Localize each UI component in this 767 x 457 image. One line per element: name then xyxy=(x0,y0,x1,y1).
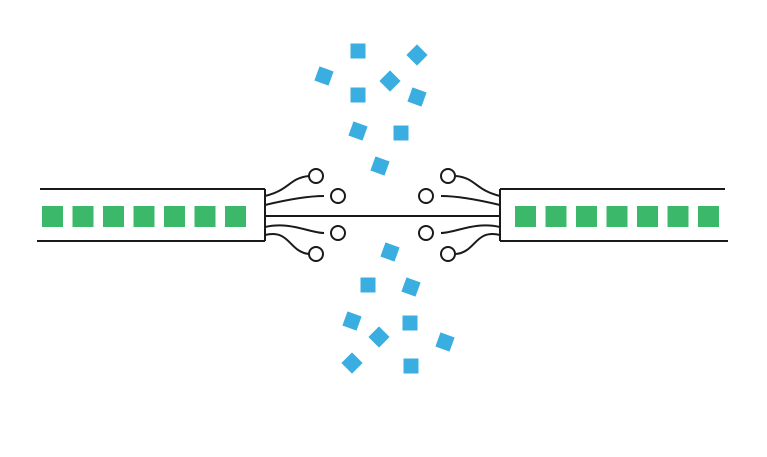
broken-wire xyxy=(455,233,501,255)
broken-wire xyxy=(264,233,310,255)
particle xyxy=(348,121,368,141)
particle xyxy=(380,242,400,262)
broken-wire xyxy=(264,175,310,197)
wire-end-icon xyxy=(308,168,324,184)
particle xyxy=(403,358,419,374)
particle xyxy=(350,87,366,103)
particle xyxy=(341,352,363,374)
particle xyxy=(314,66,334,86)
particle xyxy=(379,70,401,92)
broken-wire xyxy=(440,195,501,206)
right-cable-segment xyxy=(499,188,728,242)
data-block xyxy=(576,206,597,227)
broken-wire xyxy=(440,224,501,234)
data-block xyxy=(225,206,246,227)
exposed-wires xyxy=(264,168,501,262)
data-block xyxy=(515,206,536,227)
particle xyxy=(393,125,409,141)
data-block xyxy=(637,206,658,227)
wire-end-icon xyxy=(418,225,434,241)
particle xyxy=(370,156,390,176)
wire-end-icon xyxy=(440,168,456,184)
particle xyxy=(407,87,427,107)
particle xyxy=(406,44,428,66)
particle xyxy=(435,332,455,352)
data-block xyxy=(698,206,719,227)
particle xyxy=(342,311,362,331)
data-block xyxy=(42,206,63,227)
broken-wire xyxy=(264,224,325,234)
wire-end-icon xyxy=(330,188,346,204)
wire-end-icon xyxy=(418,188,434,204)
particle xyxy=(401,277,421,297)
wire-end-icon xyxy=(308,246,324,262)
data-block xyxy=(164,206,185,227)
data-block xyxy=(72,206,94,227)
particle xyxy=(368,326,390,348)
wire-end-icon xyxy=(330,225,346,241)
data-block xyxy=(606,206,628,227)
particle xyxy=(402,315,418,331)
particle xyxy=(360,277,376,293)
data-block xyxy=(103,206,124,227)
data-block xyxy=(545,206,567,227)
data-block xyxy=(194,206,216,227)
scattered-particles xyxy=(314,43,455,374)
data-block xyxy=(667,206,689,227)
wire-end-icon xyxy=(440,246,456,262)
particle xyxy=(350,43,366,59)
left-cable-segment xyxy=(37,188,266,242)
broken-wire xyxy=(455,175,501,197)
broken-wire xyxy=(264,195,325,206)
data-block xyxy=(133,206,155,227)
